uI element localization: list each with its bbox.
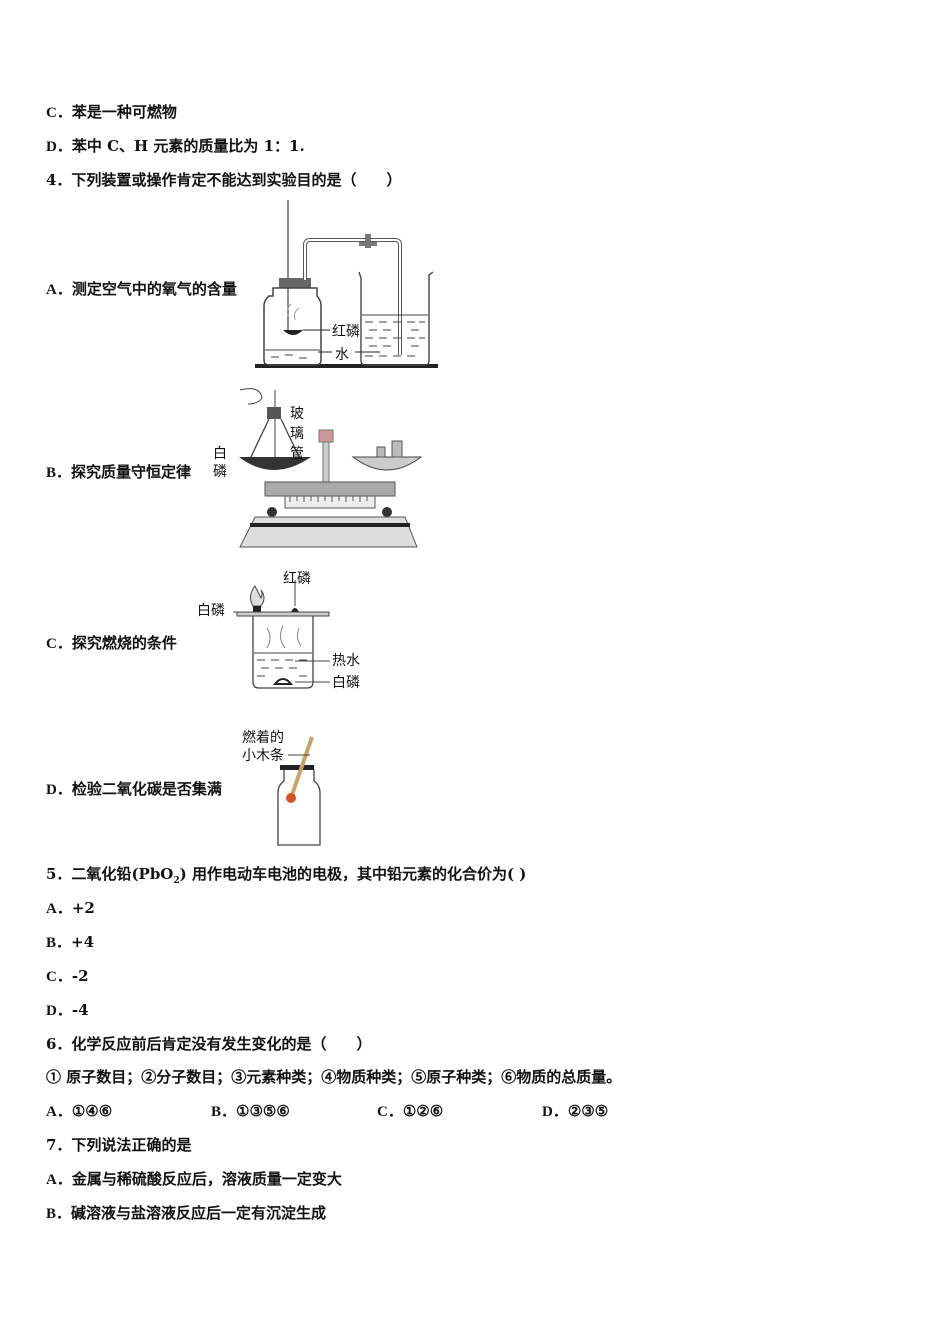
label-white-1: 白 <box>213 446 227 462</box>
q3-option-d: D．苯中 C、H 元素的质量比为 1：1. <box>46 137 305 155</box>
label-red-phosphorus-c: 红磷 <box>283 571 311 587</box>
q4-option-d: D．检验二氧化碳是否集满 <box>46 780 222 798</box>
label-glass-3: 管 <box>290 446 304 462</box>
q4-option-b: B．探究质量守恒定律 <box>46 463 192 481</box>
q6-option-a: A．①④⑥ <box>46 1102 113 1120</box>
label-water: 水 <box>335 347 349 363</box>
q6-items: ① 原子数目；②分子数目；③元素种类；④物质种类；⑤原子种类；⑥物质的总质量。 <box>46 1068 622 1086</box>
figure-co2-test: 燃着的 小木条 <box>240 725 340 850</box>
q7-option-a: A．金属与稀硫酸反应后，溶液质量一定变大 <box>46 1170 342 1188</box>
label-glass-2: 璃 <box>290 426 304 442</box>
figure-combustion: 红磷 白磷 热水 白磷 <box>195 568 375 693</box>
label-white-phosphorus-top: 白磷 <box>197 603 225 619</box>
figure-oxygen-measurement: 红磷 水 <box>255 200 445 370</box>
q6-option-c: C．①②⑥ <box>377 1102 444 1120</box>
apparatus-diagram-icon <box>255 200 438 368</box>
q4-option-a: A．测定空气中的氧气的含量 <box>46 280 237 298</box>
combustion-diagram-icon <box>233 580 330 689</box>
q6-stem: 6．化学反应前后肯定没有发生变化的是（ ） <box>46 1035 372 1053</box>
label-white-2: 磷 <box>213 464 227 480</box>
q5-option-b: B．+4 <box>46 933 95 951</box>
bottle-diagram-icon <box>277 736 321 846</box>
figure-balance: 玻 璃 管 白 磷 <box>205 385 425 555</box>
label-white-phosphorus-bottom: 白磷 <box>332 675 360 691</box>
q3-option-c: C．苯是一种可燃物 <box>46 103 177 121</box>
q6-option-d: D．②③⑤ <box>542 1102 609 1120</box>
label-hot-water: 热水 <box>332 653 360 669</box>
label-burning-2: 小木条 <box>242 748 284 764</box>
q6-option-b: B．①③⑤⑥ <box>211 1102 290 1120</box>
label-glass-1: 玻 <box>290 406 304 422</box>
q5-option-c: C．-2 <box>46 967 89 985</box>
q5-stem: 5．二氧化铅(PbO2) 用作电动车电池的电极，其中铅元素的化合价为( ) <box>46 865 527 886</box>
q4-option-c: C．探究燃烧的条件 <box>46 634 177 652</box>
q7-stem: 7．下列说法正确的是 <box>46 1136 192 1154</box>
q7-option-b: B．碱溶液与盐溶液反应后一定有沉淀生成 <box>46 1204 327 1222</box>
q5-option-a: A．+2 <box>46 899 95 917</box>
label-burning-1: 燃着的 <box>242 730 284 746</box>
balance-diagram-icon <box>239 388 423 548</box>
label-red-phosphorus: 红磷 <box>332 324 360 340</box>
q5-option-d: D．-4 <box>46 1001 89 1019</box>
q4-stem: 4．下列装置或操作肯定不能达到实验目的是（ ） <box>46 171 402 189</box>
